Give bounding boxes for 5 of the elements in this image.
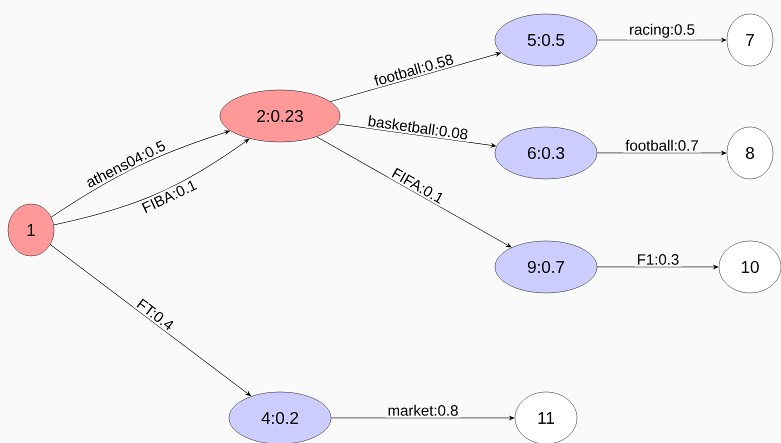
edge-label: market:0.8 xyxy=(386,402,460,418)
edge-label: F1:0.3 xyxy=(634,252,682,267)
edge-label: basketball:0.08 xyxy=(365,112,472,142)
edge-label: racing:0.5 xyxy=(627,22,697,40)
edge-label: football:0.7 xyxy=(623,138,701,153)
